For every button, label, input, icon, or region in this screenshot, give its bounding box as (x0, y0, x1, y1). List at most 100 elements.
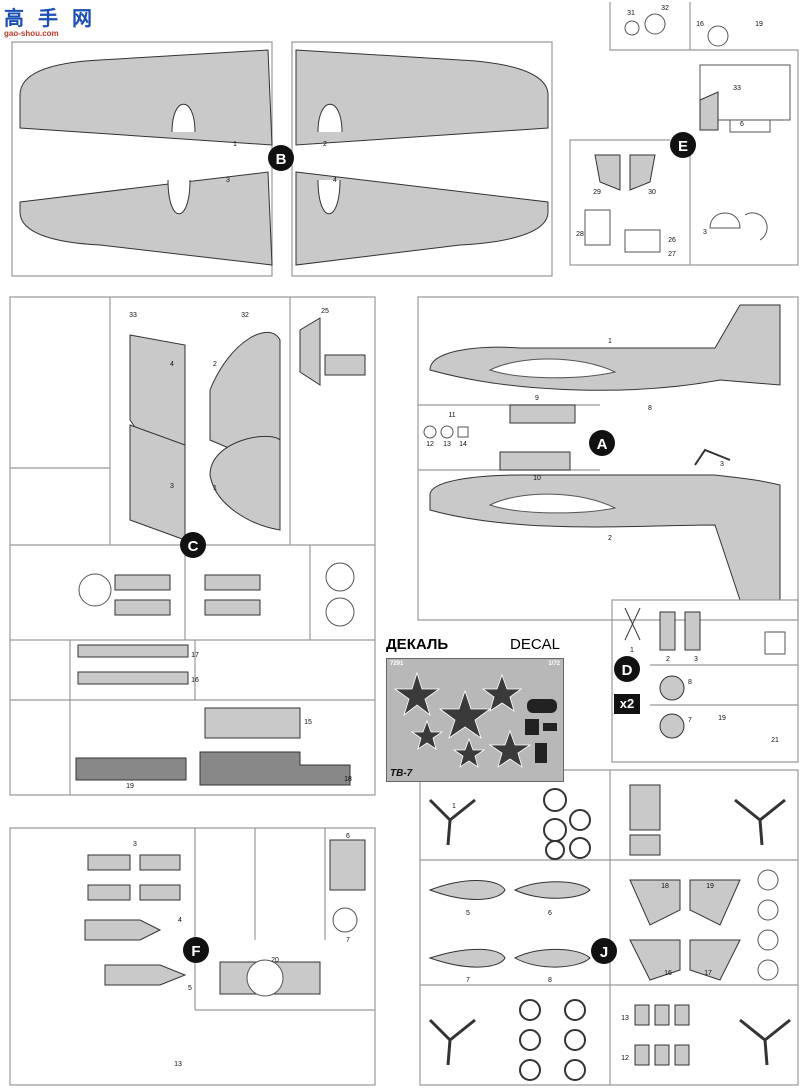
part-number: 3 (133, 841, 137, 848)
part-number: 6 (346, 833, 350, 840)
sprue-j: 1 5 6 18 19 7 8 16 17 13 12 J (419, 769, 799, 1086)
part-number: 15 (304, 719, 312, 726)
part-number: 8 (548, 977, 552, 984)
part-number: 3 (170, 483, 174, 490)
part-number: 9 (535, 395, 539, 402)
part-number: 5 (188, 985, 192, 992)
part-number: 32 (241, 312, 249, 319)
wing-part-b1 (19, 49, 273, 146)
watermark-chinese: 高手网 (4, 8, 106, 30)
part-number: 6 (548, 910, 552, 917)
sprue-a: 1 11 9 8 12 13 14 10 3 2 A (417, 296, 799, 621)
part-number: 2 (323, 141, 327, 148)
part-number: 3 (720, 461, 724, 468)
star-decal (410, 719, 444, 750)
part-number: 4 (170, 361, 174, 368)
wing-part-b4 (295, 171, 549, 266)
part-number: 12 (426, 441, 434, 448)
part-number: 26 (668, 237, 676, 244)
decal-stars (393, 671, 557, 768)
decal-scale: 1/72 (548, 661, 560, 667)
star-decal (438, 689, 492, 740)
part-number: 7 (346, 937, 350, 944)
sprue-badge-e: E (670, 132, 696, 158)
sprue-badge-j: J (591, 938, 617, 964)
wing-part-b2 (295, 49, 549, 146)
star-decal (488, 729, 532, 768)
part-number: 25 (321, 308, 329, 315)
sprue-badge-c: C (180, 532, 206, 558)
watermark-logo: 高手网 gao-shou.com (4, 2, 114, 38)
sprue-badge-a: A (589, 430, 615, 456)
sprue-f: 3 4 20 6 7 5 13 F (9, 827, 376, 1086)
part-number: 19 (755, 21, 763, 28)
part-number: 20 (271, 957, 279, 964)
sprue-badge-f: F (183, 937, 209, 963)
part-number: 19 (126, 783, 134, 790)
part-number: 2 (608, 535, 612, 542)
part-number: 17 (704, 970, 712, 977)
star-decal (481, 673, 523, 712)
part-number: 27 (668, 251, 676, 258)
sprue-badge-d: D (614, 656, 640, 682)
decal-aircraft-name: TB-7 (390, 768, 413, 779)
part-number: 8 (688, 679, 692, 686)
part-number: 13 (174, 1061, 182, 1068)
part-number: 16 (696, 21, 704, 28)
part-number: 28 (576, 231, 584, 238)
part-number: 16 (191, 677, 199, 684)
part-number: 4 (178, 917, 182, 924)
part-number: 18 (661, 883, 669, 890)
decal-title-english: DECAL (510, 636, 561, 653)
part-number: 3 (226, 177, 230, 184)
svg-text:C: C (188, 538, 199, 555)
part-number: 13 (621, 1015, 629, 1022)
star-decal (452, 737, 486, 768)
part-number: 1 (452, 803, 456, 810)
star-decal (393, 671, 441, 717)
part-number: 33 (733, 85, 741, 92)
sprue-b: 1 2 3 4 B (11, 41, 553, 277)
part-number: 11 (448, 412, 455, 419)
part-number: 17 (191, 652, 199, 659)
part-number: 1 (213, 485, 217, 492)
part-number: 3 (694, 656, 698, 663)
svg-text:E: E (678, 138, 688, 155)
svg-text:J: J (600, 944, 608, 961)
part-number: 19 (718, 715, 726, 722)
part-number: 12 (621, 1055, 629, 1062)
part-number: 21 (771, 737, 779, 744)
decal-title-russian: ДЕКАЛЬ (386, 636, 449, 653)
svg-text:A: A (597, 436, 608, 453)
part-number: 1 (233, 141, 237, 148)
part-number: 7 (466, 977, 470, 984)
part-number: 6 (740, 121, 744, 128)
part-number: 8 (648, 405, 652, 412)
part-number: 3 (703, 229, 707, 236)
part-number: 18 (344, 776, 352, 783)
part-number: 30 (648, 189, 656, 196)
part-number: 7 (688, 717, 692, 724)
part-number: 31 (627, 10, 635, 17)
part-number: 14 (459, 441, 467, 448)
part-number: 32 (661, 5, 669, 12)
svg-text:B: B (276, 151, 287, 168)
wing-part-b3 (19, 171, 273, 266)
part-number: 2 (213, 361, 217, 368)
part-number: 16 (664, 970, 672, 977)
quantity-multiplier: x2 (614, 694, 640, 714)
part-number: 19 (706, 883, 714, 890)
part-number: 13 (443, 441, 451, 448)
decal-sheet: 7291 1/72 TB-7 (386, 658, 564, 782)
svg-text:D: D (622, 662, 633, 679)
part-number: 2 (666, 656, 670, 663)
part-number: 33 (129, 312, 137, 319)
part-number: 10 (533, 475, 541, 482)
part-number: 4 (333, 177, 337, 184)
svg-text:F: F (191, 943, 200, 960)
part-number: 1 (608, 338, 612, 345)
decal-code: 7291 (390, 661, 404, 667)
sprue-c: 33 32 25 4 2 3 1 17 16 15 19 18 C (9, 296, 376, 796)
part-number: 5 (466, 910, 470, 917)
